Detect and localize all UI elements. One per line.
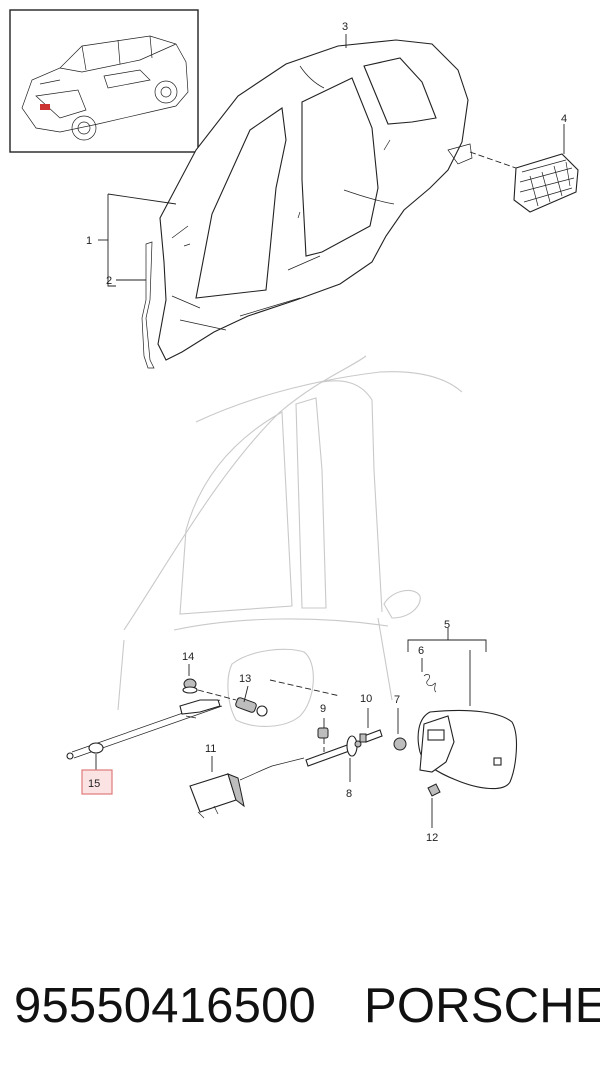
actuator-13 (235, 679, 341, 717)
callout-3: 3 (342, 21, 348, 33)
callout-leaders-top (98, 34, 565, 287)
plug-7 (393, 708, 407, 751)
callout-4: 4 (561, 113, 567, 125)
release-cable-15 (66, 699, 223, 770)
screw-10 (359, 708, 383, 743)
callout-7: 7 (394, 694, 400, 706)
brand-name: PORSCHE (363, 979, 600, 1033)
grommet-14 (182, 664, 237, 701)
spring-6 (421, 658, 437, 693)
fuel-flap-5 (407, 628, 518, 828)
callout-8: 8 (346, 788, 352, 800)
callout-11: 11 (205, 743, 216, 755)
callout-14: 14 (182, 651, 194, 663)
seal-strip (141, 241, 155, 369)
callout-labels: 1 2 3 4 5 6 7 8 9 10 11 12 13 14 15 (81, 21, 567, 844)
callout-5: 5 (444, 619, 450, 631)
ghost-vehicle-outline (117, 355, 463, 727)
callout-15: 15 (88, 778, 100, 790)
clip-9 (317, 718, 329, 752)
callout-9: 9 (320, 703, 326, 715)
footer-caption: 95550416500 PORSCHE (14, 978, 600, 1034)
vent-grille (469, 151, 579, 213)
callout-10: 10 (360, 693, 372, 705)
callout-2: 2 (106, 275, 112, 287)
callout-12: 12 (426, 832, 438, 844)
callout-13: 13 (239, 673, 251, 685)
lock-pin-8 (305, 735, 362, 782)
part-number: 95550416500 (14, 979, 316, 1033)
callout-1: 1 (86, 235, 92, 247)
vehicle-thumbnail (9, 9, 199, 153)
control-unit-11 (189, 756, 305, 819)
callout-15-highlight: 15 (81, 769, 113, 795)
callout-6: 6 (418, 645, 424, 657)
body-side-panel (157, 39, 473, 361)
